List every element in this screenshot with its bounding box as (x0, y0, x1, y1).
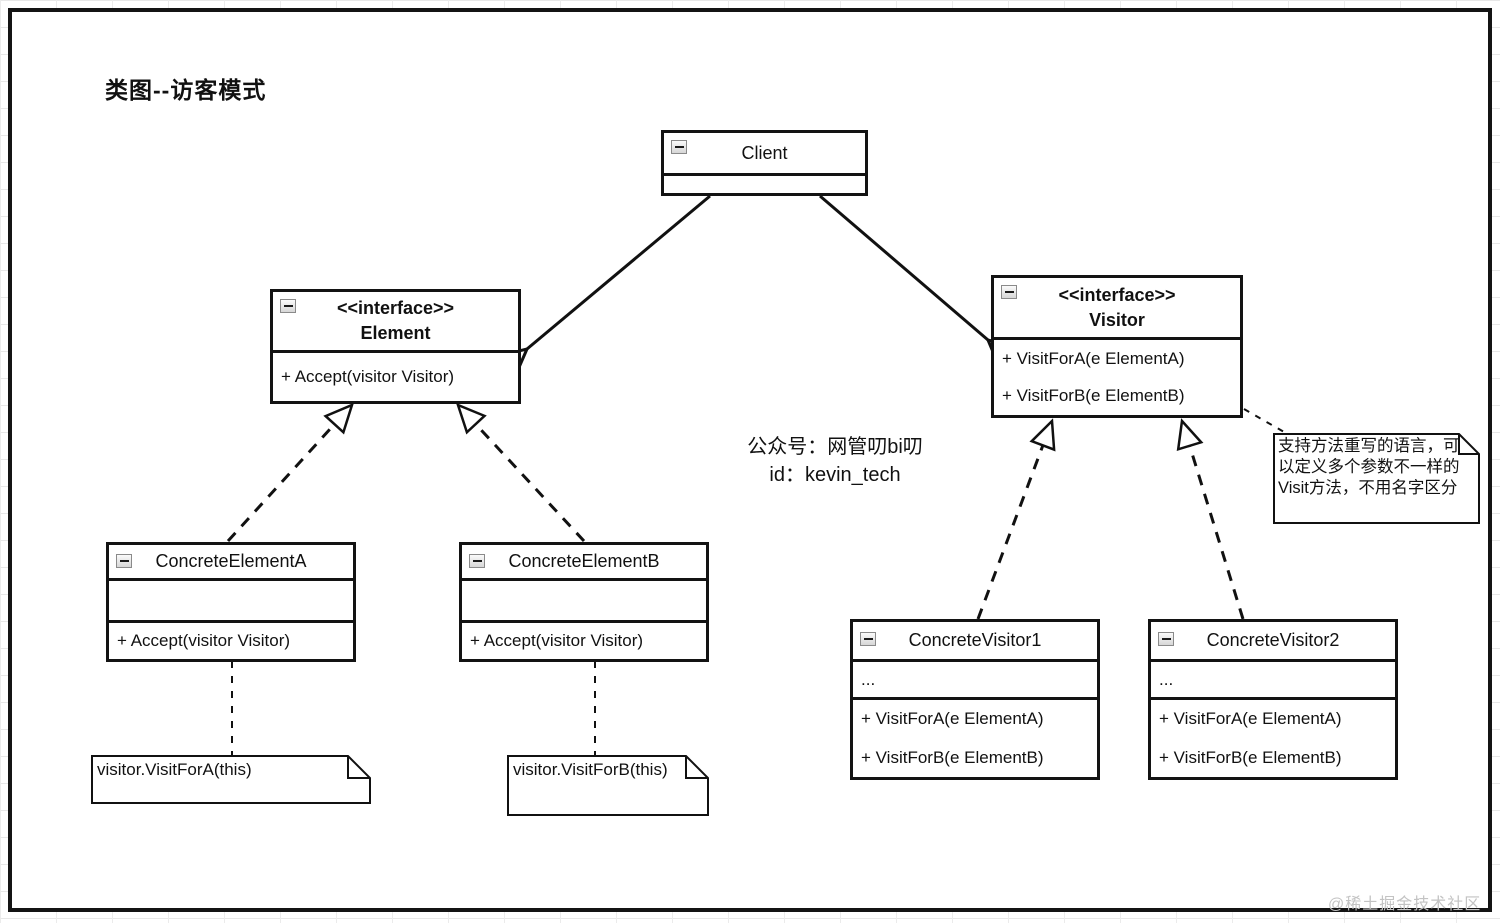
note-text-visitor: 支持方法重写的语言，可以定义多个参数不一样的Visit方法，不用名字区分 (1278, 437, 1460, 497)
collapse-icon[interactable] (280, 299, 296, 313)
minus-icon (1161, 638, 1171, 640)
watermark: @稀土掘金技术社区 (1328, 896, 1482, 913)
realization-concrete-element-b[interactable] (474, 423, 586, 543)
class-box-element[interactable]: <<interface>> Element + Accept(visitor V… (270, 289, 521, 404)
association-client-element[interactable] (500, 194, 711, 375)
class-name: ConcreteVisitor1 (908, 630, 1042, 650)
stereotype-label: <<interface>> (336, 298, 455, 318)
branding-annotation: 公众号：网管叨bi叨 id：kevin_tech (705, 433, 965, 489)
note-fold-icon (1458, 434, 1479, 455)
realization-arrowhead-icon (323, 402, 355, 435)
realization-arrowhead-icon (1176, 418, 1204, 452)
note-shape-element-b[interactable] (507, 755, 709, 816)
minus-icon (119, 560, 129, 562)
method-label: + VisitForA(e ElementA) (1159, 709, 1342, 729)
method-label: + VisitForA(e ElementA) (861, 709, 1044, 729)
class-box-concrete-visitor-2[interactable]: ConcreteVisitor2 ... + VisitForA(e Eleme… (1148, 619, 1398, 780)
minus-icon (674, 146, 684, 148)
note-text-element-a: visitor.VisitForA(this) (97, 760, 252, 779)
realization-concrete-visitor-2[interactable] (1188, 445, 1245, 620)
class-name: Element (360, 323, 431, 343)
branding-line-1: 公众号：网管叨bi叨 (747, 436, 923, 458)
realization-arrowhead-icon (455, 402, 487, 435)
note-shape-visitor[interactable] (1273, 433, 1480, 524)
stereotype-label: <<interface>> (1058, 284, 1176, 305)
collapse-icon[interactable] (860, 632, 876, 646)
attributes-compartment (109, 578, 353, 620)
branding-line-2: id：kevin_tech (769, 464, 901, 486)
attributes-compartment (462, 578, 706, 620)
note-fold-icon (685, 756, 708, 779)
attributes-compartment: ... (1151, 659, 1395, 697)
minus-icon (863, 638, 873, 640)
collapse-icon[interactable] (116, 554, 132, 568)
class-name: Visitor (1089, 309, 1145, 330)
method-label: + VisitForB(e ElementB) (861, 747, 1044, 767)
class-name: ConcreteElementA (155, 551, 307, 571)
minus-icon (283, 305, 293, 307)
class-box-concrete-visitor-1[interactable]: ConcreteVisitor1 ... + VisitForA(e Eleme… (850, 619, 1100, 780)
collapse-icon[interactable] (469, 554, 485, 568)
method-label: + VisitForA(e ElementA) (1002, 348, 1185, 368)
minus-icon (472, 560, 482, 562)
collapse-icon[interactable] (1158, 632, 1174, 646)
note-fold-icon (347, 756, 370, 779)
method-label: + VisitForB(e ElementB) (1159, 747, 1342, 767)
note-text-element-b: visitor.VisitForB(this) (513, 760, 668, 779)
method-label: + Accept(visitor Visitor) (470, 631, 644, 650)
realization-concrete-visitor-1[interactable] (976, 444, 1045, 620)
realization-arrowhead-icon (1029, 418, 1056, 452)
class-name: ConcreteElementB (508, 551, 660, 571)
method-label: + Accept(visitor Visitor) (117, 631, 291, 650)
collapse-icon[interactable] (1001, 285, 1017, 299)
attributes-compartment: ... (853, 659, 1097, 697)
class-name: Client (741, 142, 788, 163)
class-box-concrete-element-a[interactable]: ConcreteElementA + Accept(visitor Visito… (106, 542, 356, 662)
collapse-icon[interactable] (671, 140, 687, 154)
class-name: ConcreteVisitor2 (1206, 630, 1340, 650)
note-connector-visitor[interactable] (1243, 408, 1292, 437)
empty-compartment (664, 173, 865, 193)
method-label: + VisitForB(e ElementB) (1002, 386, 1185, 406)
class-box-client[interactable]: Client (661, 130, 868, 196)
class-box-visitor[interactable]: <<interface>> Visitor + VisitForA(e Elem… (991, 275, 1243, 418)
minus-icon (1004, 291, 1014, 293)
association-client-visitor[interactable] (819, 194, 1015, 366)
method-label: + Accept(visitor Visitor) (281, 367, 455, 386)
realization-concrete-element-a[interactable] (226, 423, 336, 543)
class-box-concrete-element-b[interactable]: ConcreteElementB + Accept(visitor Visito… (459, 542, 709, 662)
note-shape-element-a[interactable] (91, 755, 371, 804)
diagram-title: 类图--访客模式 (105, 77, 267, 103)
